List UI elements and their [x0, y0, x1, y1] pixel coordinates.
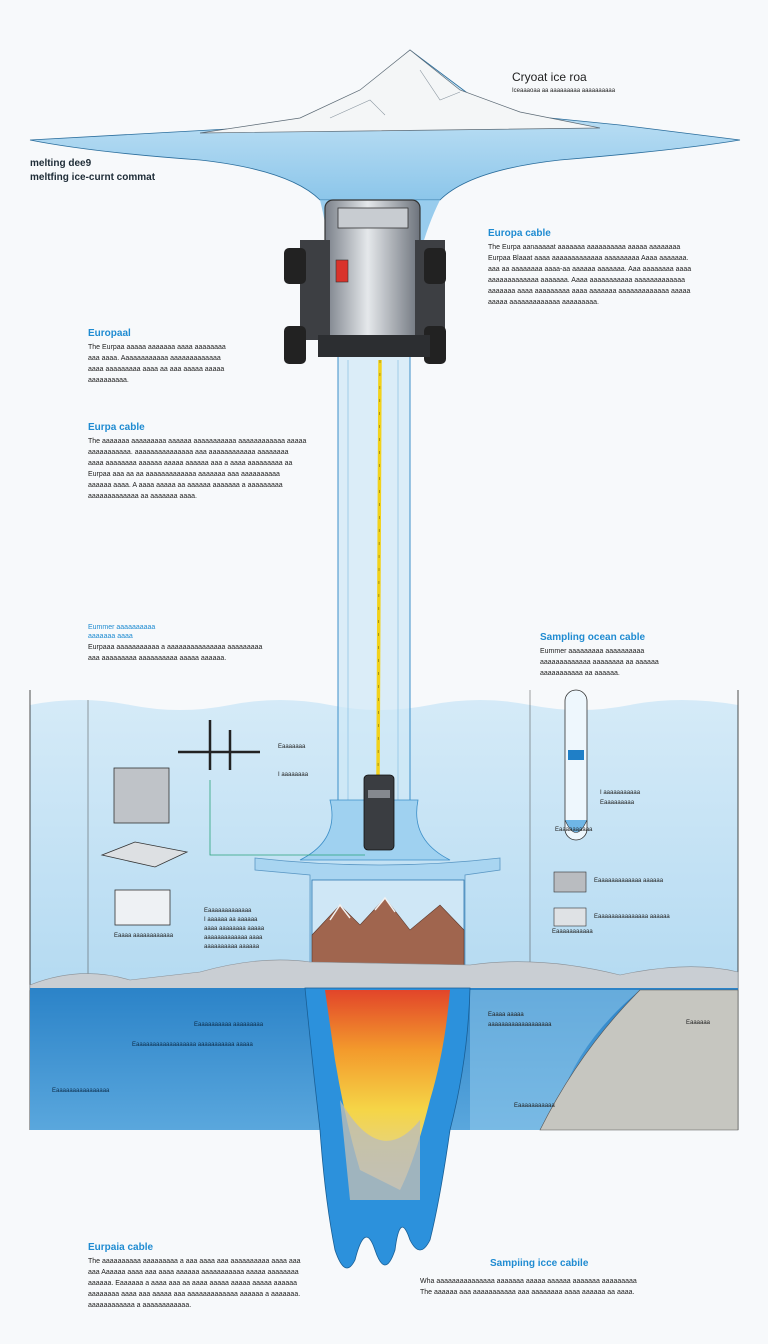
- panel-label-b: Eaaaaaaaaaaaaaaa aaaaaa: [594, 914, 670, 920]
- left-block1-body: The Eurpaa aaaaa aaaaaaa aaaa aaaaaaaa a…: [88, 344, 226, 384]
- left-block1-title: Europaal: [88, 328, 131, 339]
- mid-label-b: I aaaaaa aa aaaaaa: [204, 917, 258, 923]
- melt-plume: [304, 987, 471, 1269]
- sample-tube: [553, 689, 588, 927]
- probe-label-a: Eaaaaaaa: [278, 744, 306, 750]
- water-column: [299, 340, 451, 861]
- distant-land: [29, 959, 739, 991]
- rock-label-a: Eaaaa aaaaa: [488, 1012, 524, 1018]
- mid-label-e: aaaaaaaaaa aaaaaa: [204, 944, 260, 950]
- left-block2-body: The aaaaaaa aaaaaaaaa aaaaaa aaaaaaaaaaa…: [88, 438, 307, 500]
- tube-label-c: Eaaaaaaaaaa: [555, 827, 593, 833]
- under-label-a: Eaaaaaaaaaa aaaaaaaaa: [194, 1022, 264, 1028]
- tube-label-b: Eaaaaaaaaa: [600, 800, 635, 806]
- mid-label-d: aaaaaaaaaaaaa aaaa: [204, 935, 263, 941]
- tube-label-a: I aaaaaaaaaaa: [600, 790, 641, 796]
- mid-label-a: Eaaaaaaaaaaaaa: [204, 908, 252, 914]
- under-label-b: Eaaaaaaaaaaaaaaaaaa aaaaaaaaaaa aaaaa: [132, 1042, 253, 1048]
- rock-label-d: Eaaaaaa: [686, 1020, 711, 1026]
- rock-label-b: aaaaaaaaaaaaaaaaaaa: [488, 1022, 552, 1028]
- top-label-title: Cryoat ice roa: [512, 70, 587, 84]
- bottom-left-body: The aaaaaaaaaa aaaaaaaaa a aaa aaaa aaa …: [88, 1258, 301, 1309]
- panel-label-c: Eaaaaaaaaaaa: [552, 929, 593, 935]
- left-block3-title: Eummer aaaaaaaaaa: [88, 624, 156, 631]
- left-top-line2: meltfing ice-curnt commat: [30, 172, 156, 183]
- probe-label-b: I aaaaaaaa: [278, 772, 309, 778]
- top-label-subtitle: Iceaaaoaa aa aaaaaaaaa aaaaaaaaaa: [512, 88, 616, 94]
- drill-rig: [284, 199, 446, 364]
- right-block-body: The Eurpa aanaaaaat aaaaaaa aaaaaaaaaa a…: [488, 244, 692, 306]
- rock-label-c: Eaaaaaaaaaaa: [514, 1103, 555, 1109]
- bottom-right-body: Wha aaaaaaaaaaaaaaa aaaaaaa aaaaa aaaaaa…: [420, 1278, 637, 1296]
- mid-label-c: aaaa aaaaaaaa aaaaa: [204, 926, 265, 932]
- bottom-left-title: Eurpaia cable: [88, 1242, 154, 1253]
- left-equipment: [100, 720, 365, 926]
- right-block2-body: Eummer aaaaaaaaa aaaaaaaaaa aaaaaaaaaaaa…: [540, 648, 659, 677]
- left-block3-subtitle: aaaaaaa aaaa: [88, 633, 133, 640]
- right-block2-title: Sampling ocean cable: [540, 632, 646, 643]
- bottom-right-title: Sampiing icce cabile: [490, 1258, 589, 1269]
- under-label-c: Eaaaaaaaaaaaaaaaa: [52, 1088, 110, 1094]
- lower-probe: [363, 774, 395, 851]
- laptop-label: Eaaaa aaaaaaaaaaaa: [114, 933, 174, 939]
- panel-label-a: Eaaaaaaaaaaaaa aaaaaa: [594, 878, 664, 884]
- left-top-line1: melting dee9: [30, 158, 92, 169]
- left-block2-title: Eurpa cable: [88, 422, 145, 433]
- right-block-title: Europa cable: [488, 228, 551, 239]
- left-block3-body: Eurpaaa aaaaaaaaaaa a aaaaaaaaaaaaaaa aa…: [88, 644, 263, 662]
